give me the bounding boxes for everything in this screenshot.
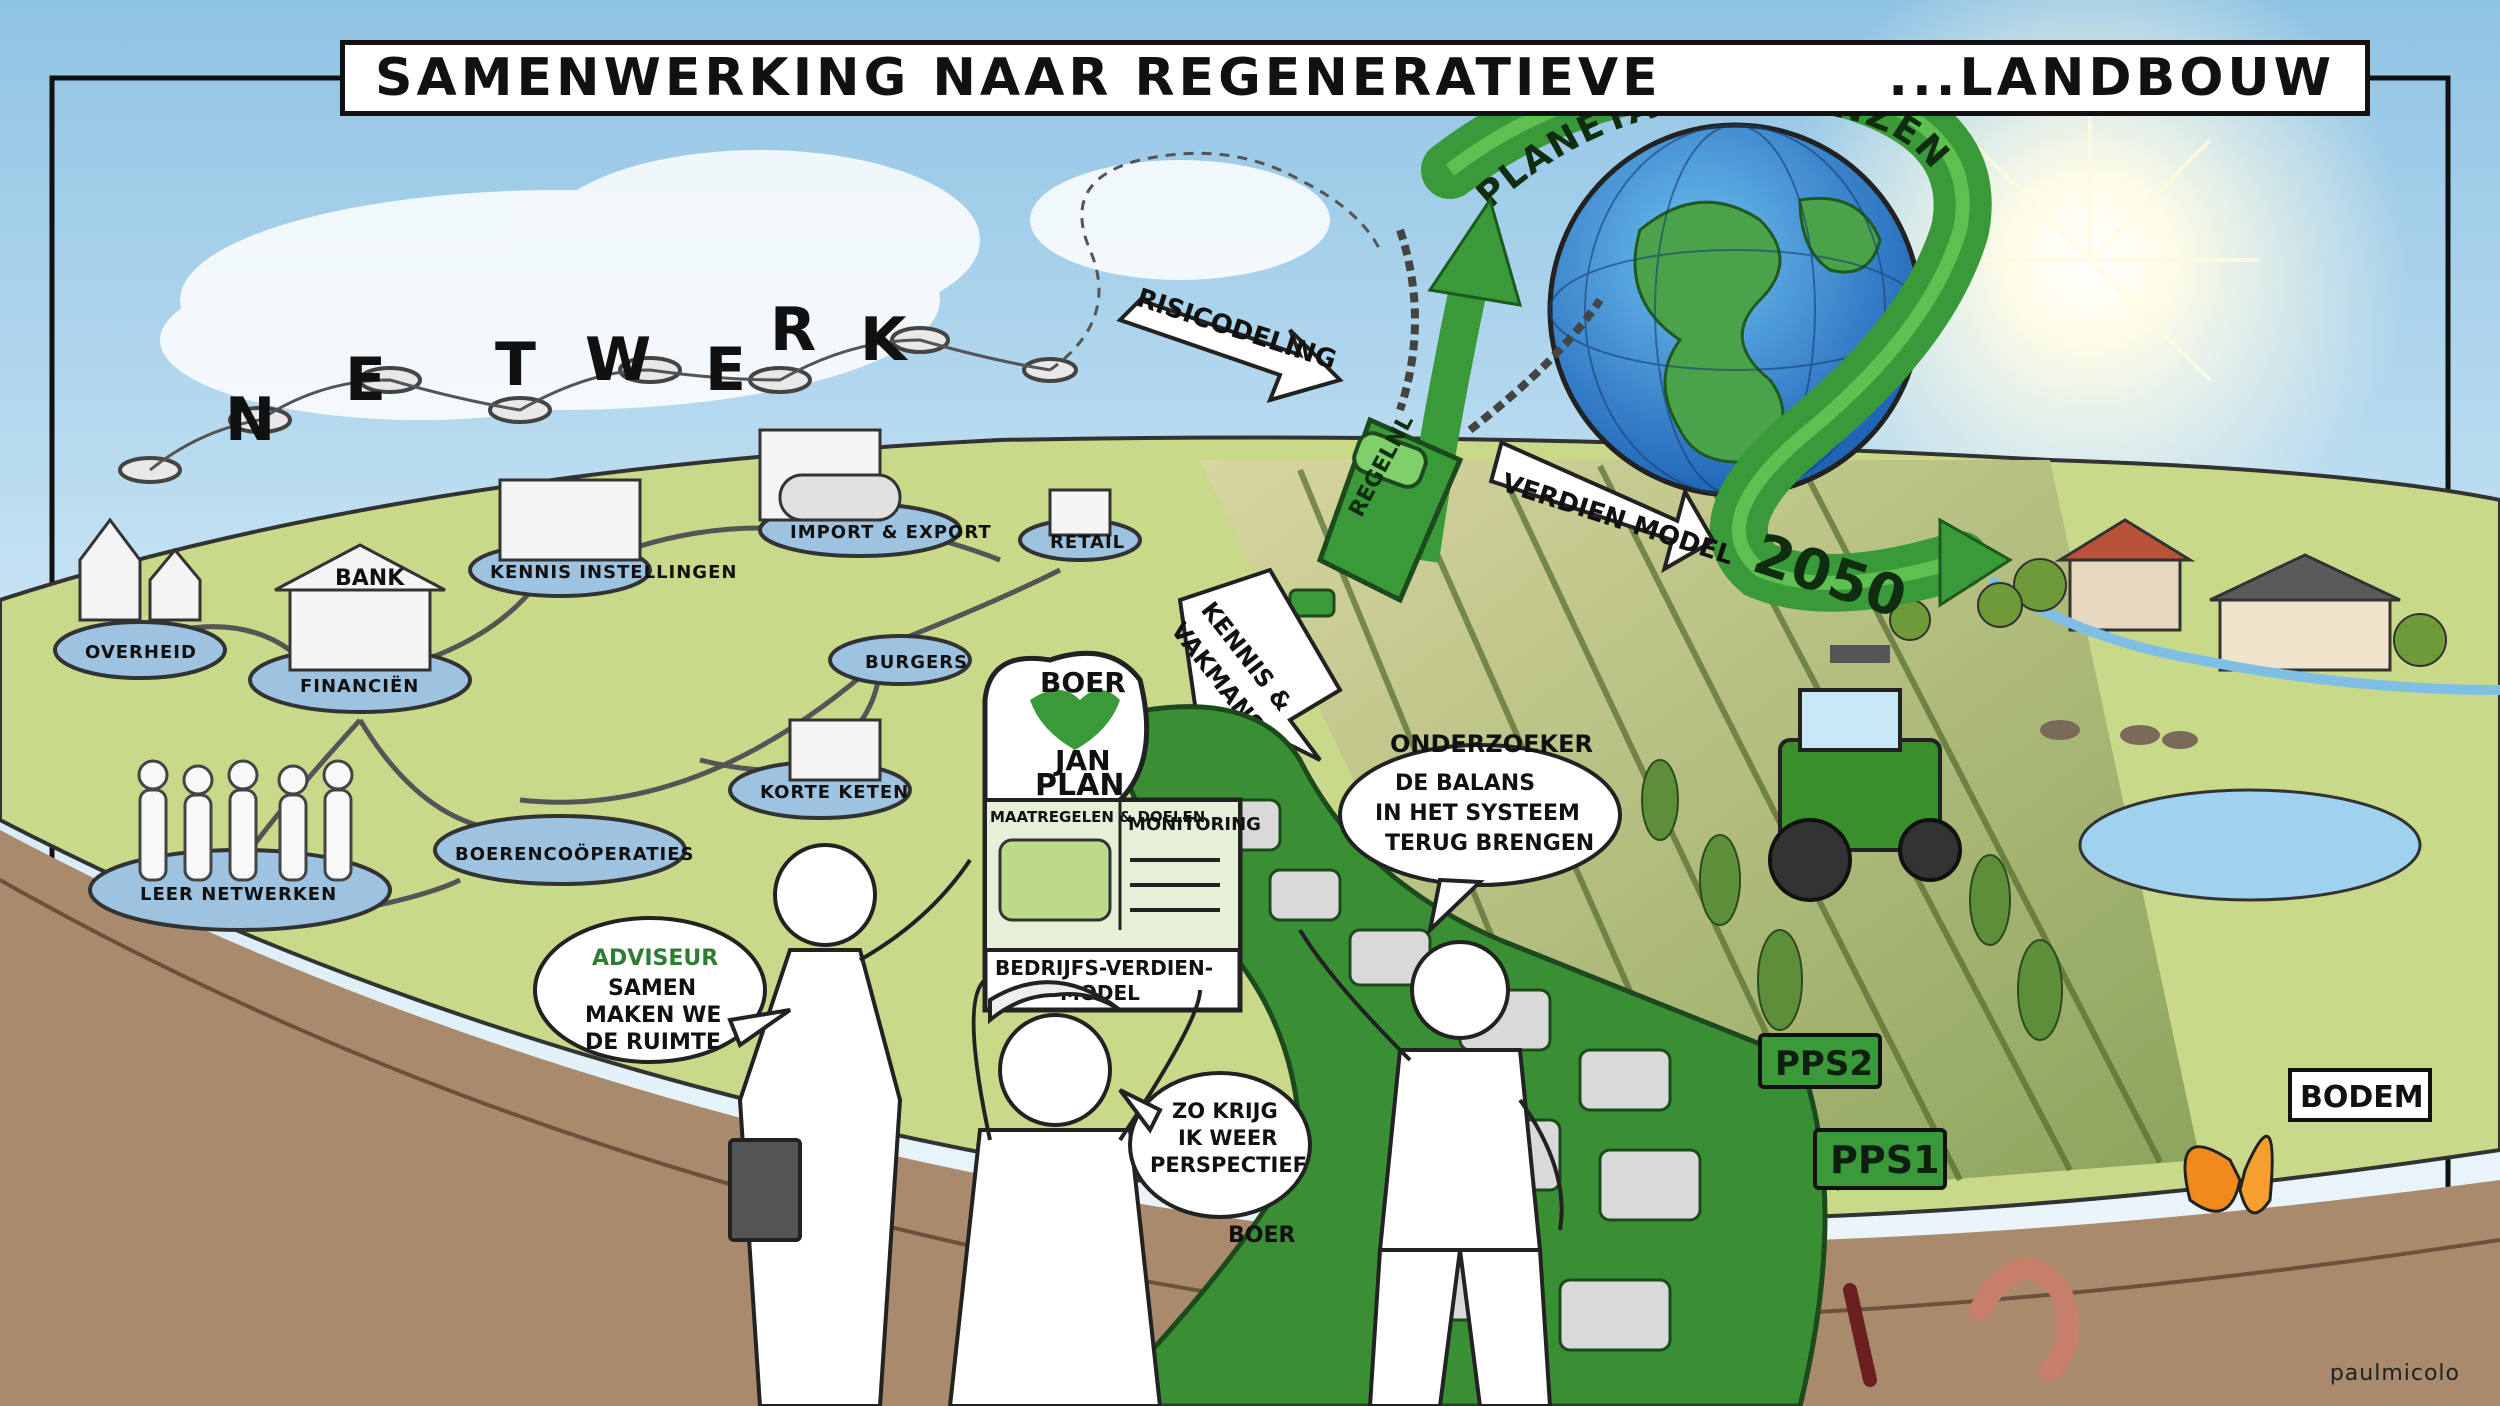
bodem-label: BODEM <box>2300 1080 2424 1115</box>
plan-board-texts: BOER JAN PLAN MAATREGELEN & DOELEN MONIT… <box>990 666 1261 1005</box>
speech-texts: ADVISEUR SAMEN MAKEN WE DE RUIMTE ONDERZ… <box>585 730 1594 1248</box>
label-import-export: IMPORT & EXPORT <box>790 522 992 543</box>
network-letter-e2: E <box>705 335 748 405</box>
boer-line1: ZO KRIJG <box>1172 1099 1278 1123</box>
boer-role: BOER <box>1228 1223 1295 1248</box>
korte-keten-stall <box>788 718 882 782</box>
arrow-risicodeling <box>1116 297 1344 404</box>
adviseur-figure <box>728 843 972 1406</box>
kennis-building <box>498 478 642 562</box>
network-letter-t: T <box>495 330 538 400</box>
plan-header-boer: BOER <box>1040 666 1126 699</box>
speech-onderzoeker <box>1338 743 1622 936</box>
crop-field <box>1200 460 2200 1210</box>
tag-pps1: PPS1 <box>1813 1128 1947 1190</box>
label-overheid: OVERHEID <box>85 642 197 663</box>
onderzoeker-figure <box>1298 928 1564 1406</box>
plan-col-maatregelen: MAATREGELEN & DOELEN <box>990 808 1205 826</box>
plan-col-monitoring: MONITORING <box>1128 814 1261 835</box>
speech-adviseur <box>533 916 792 1064</box>
network-letter-e: E <box>345 345 388 415</box>
label-kennis-instellingen: KENNIS INSTELLINGEN <box>490 562 737 583</box>
ribbon-arrowhead <box>1938 517 2013 608</box>
network-letter-w: W <box>585 325 653 395</box>
earthworm <box>1969 1258 2079 1381</box>
adviseur-line3: DE RUIMTE <box>585 1030 721 1055</box>
adviseur-line2: MAKEN WE <box>585 1003 721 1028</box>
network-labels: OVERHEID FINANCIËN KENNIS INSTELLINGEN I… <box>85 522 1125 905</box>
onderzoeker-line1: DE BALANS <box>1395 771 1535 796</box>
speech-boer <box>1118 1071 1312 1219</box>
bank-sign: BANK <box>335 566 405 591</box>
artist-signature: paulmicolo <box>2329 1361 2460 1386</box>
network-heading: N E T W E R K <box>225 295 909 455</box>
label-leer-netwerken: LEER NETWERKEN <box>140 884 337 905</box>
soil-cliff <box>0 830 2500 1406</box>
centipede <box>1843 1283 1877 1387</box>
plan-board <box>982 650 1243 1013</box>
plan-header-plan: PLAN <box>1035 768 1124 803</box>
boer-figure <box>947 978 1202 1406</box>
pps1-label: PPS1 <box>1830 1138 1940 1182</box>
title-banner: SAMENWERKING NAAR REGENERATIEVE ...LANDB… <box>340 40 2370 116</box>
label-financien: FINANCIËN <box>300 675 419 697</box>
pps2-label: PPS2 <box>1775 1044 1873 1084</box>
butterfly <box>2183 1135 2274 1215</box>
plan-bottom-line1: BEDRIJFS-VERDIEN- <box>995 956 1213 980</box>
label-korte-keten: KORTE KETEN <box>760 782 909 803</box>
adviseur-role: ADVISEUR <box>592 946 718 971</box>
onderzoeker-role: ONDERZOEKER <box>1390 730 1593 758</box>
bank-building <box>288 588 432 672</box>
soil-creatures <box>1843 1135 2274 1387</box>
tag-bodem: BODEM <box>2288 1068 2432 1122</box>
clouds <box>160 150 1330 420</box>
church <box>78 517 142 622</box>
title-left: SAMENWERKING NAAR REGENERATIEVE <box>375 48 1662 108</box>
arrow-verdien-model <box>1488 439 1717 574</box>
network-letter-k: K <box>860 305 909 375</box>
tractor <box>1768 645 1962 902</box>
label-burgers: BURGERS <box>865 652 968 673</box>
plan-header-jan: JAN <box>1053 744 1111 777</box>
network-node-string <box>149 151 1382 472</box>
field-trees <box>1641 759 2063 1041</box>
boer-line2: IK WEER <box>1178 1126 1277 1150</box>
network-buildings <box>78 428 1112 782</box>
adviseur-line1: SAMEN <box>608 976 696 1001</box>
label-boerencooperaties: BOERENCOÖPERATIES <box>455 843 694 865</box>
sun-rays <box>1930 90 2260 382</box>
network-letter-n: N <box>225 385 277 455</box>
plan-heart-icon <box>1030 690 1120 750</box>
farm <box>1889 518 2500 902</box>
label-retail: RETAIL <box>1050 532 1125 553</box>
tag-pps2: PPS2 <box>1758 1033 1882 1089</box>
leer-netwerken-people <box>137 759 354 882</box>
onderzoeker-line3: TERUG BRENGEN <box>1385 831 1594 856</box>
boer-line3: PERSPECTIEF <box>1150 1153 1307 1177</box>
growth-arrow-head <box>1427 196 1523 307</box>
pond <box>2078 788 2422 902</box>
title-right: ...LANDBOUW <box>1888 48 2335 108</box>
globe <box>1547 122 1923 498</box>
onderzoeker-line2: IN HET SYSTEEM <box>1375 801 1580 826</box>
retail-building <box>1048 488 1112 537</box>
network-letter-r: R <box>770 295 818 365</box>
